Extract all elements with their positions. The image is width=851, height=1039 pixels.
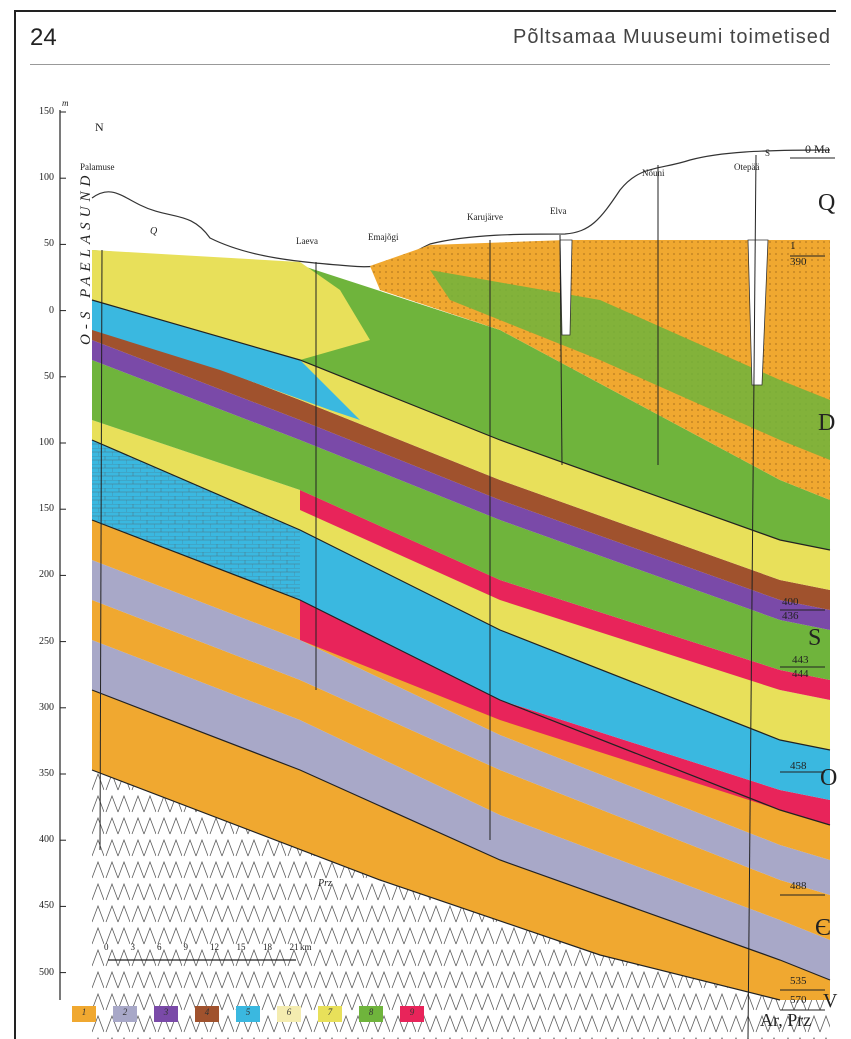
scale-unit: km [300, 942, 312, 952]
y-tick-label: 50 [44, 238, 54, 250]
era-s: S [808, 625, 822, 651]
legend-number: 9 [409, 1007, 415, 1017]
y-tick-label: 50 [44, 370, 54, 382]
age-444: 444 [792, 668, 809, 680]
legend-swatch: 8 [359, 1006, 383, 1022]
y-tick-label: 250 [39, 635, 54, 647]
age-436: 436 [782, 610, 799, 622]
y-tick-label: 400 [39, 834, 54, 846]
age-0: 0 Ma [805, 142, 830, 156]
scale-tick-label: 0 [104, 942, 109, 952]
age-488: 488 [790, 880, 807, 892]
era-c: Є [815, 915, 831, 941]
y-tick-label: 150 [39, 503, 54, 515]
age-458: 458 [790, 760, 807, 772]
place-laeva: Laeva [296, 236, 318, 246]
scale-tick-label: 9 [183, 942, 189, 952]
side-label-paelasund: O-S PAELASUND [78, 170, 94, 345]
legend-number: 8 [368, 1007, 374, 1017]
age-400: 400 [782, 596, 799, 608]
legend-number: 4 [204, 1007, 210, 1017]
running-title: Põltsamaa Muuseumi toimetised [512, 26, 831, 48]
era-boundaries [780, 157, 835, 1011]
y-axis [59, 110, 66, 1000]
y-tick-label: 100 [39, 437, 54, 448]
place-palamuse: Palamuse [80, 162, 115, 172]
legend-number: 2 [122, 1007, 128, 1017]
legend-number: 7 [327, 1007, 333, 1017]
era-o: O [820, 765, 838, 791]
place-karujarve: Karujärve [467, 212, 503, 222]
direction-south: S [765, 148, 771, 158]
place-nuuni: Nõuni [642, 168, 665, 178]
era-q: Q [818, 190, 836, 216]
y-tick-label: 500 [39, 966, 54, 978]
y-axis-unit: m [62, 98, 69, 108]
page-frame-top [14, 10, 836, 12]
place-otepaa: Otepää [734, 162, 760, 172]
scale-tick-label: 21 [289, 942, 299, 952]
legend-swatch: 5 [236, 1006, 260, 1022]
legend: 1 2 3 4 5 6 7 8 9 [72, 1006, 424, 1022]
scale-tick-label: 6 [157, 942, 162, 952]
legend-number: 5 [245, 1007, 251, 1017]
era-d: D [818, 410, 836, 436]
y-tick-label: 200 [39, 569, 54, 581]
y-tick-label: 100 [39, 172, 54, 184]
age-535: 535 [790, 975, 807, 987]
legend-number: 1 [81, 1007, 87, 1017]
age-1: 1 [790, 240, 796, 252]
scale-tick-label: 15 [236, 942, 246, 952]
legend-number: 3 [163, 1007, 169, 1017]
scale-tick-label: 3 [130, 942, 136, 952]
direction-north: N [95, 120, 104, 134]
age-443: 443 [792, 654, 809, 666]
header-rule [30, 64, 830, 65]
place-emajogi: Emajõgi [368, 232, 399, 242]
scale-tick-label: 18 [263, 942, 272, 952]
y-tick-label: 300 [39, 701, 54, 713]
era-ar-prz: Ar, Prz [760, 1010, 812, 1030]
y-tick-label: 150 [39, 106, 54, 117]
y-tick-label: 450 [39, 900, 54, 912]
legend-swatch: 6 [277, 1006, 301, 1022]
age-570: 570 [790, 994, 807, 1006]
page-number: 24 [30, 24, 57, 51]
basement-rocks [92, 770, 830, 1039]
legend-swatch: 3 [154, 1006, 178, 1022]
era-v: V [823, 990, 838, 1012]
legend-swatch: 7 [318, 1006, 342, 1022]
legend-swatch: 4 [195, 1006, 219, 1022]
y-tick-label: 350 [39, 768, 54, 779]
y-tick-label: 0 [49, 304, 54, 316]
legend-swatch: 9 [400, 1006, 424, 1022]
page-frame-left [14, 10, 16, 1039]
legend-swatch: 1 [72, 1006, 96, 1022]
topography-line [91, 149, 831, 268]
boreholes [99, 154, 757, 1039]
age-390: 390 [790, 256, 807, 268]
basement-label-prz: Prz [318, 878, 332, 889]
strata [91, 239, 831, 1001]
legend-number: 6 [286, 1007, 292, 1017]
legend-swatch: 2 [113, 1006, 137, 1022]
scale-tick-label: 12 [210, 942, 219, 952]
place-elva: Elva [550, 206, 567, 216]
quaternary-symbol: Q [150, 226, 158, 237]
